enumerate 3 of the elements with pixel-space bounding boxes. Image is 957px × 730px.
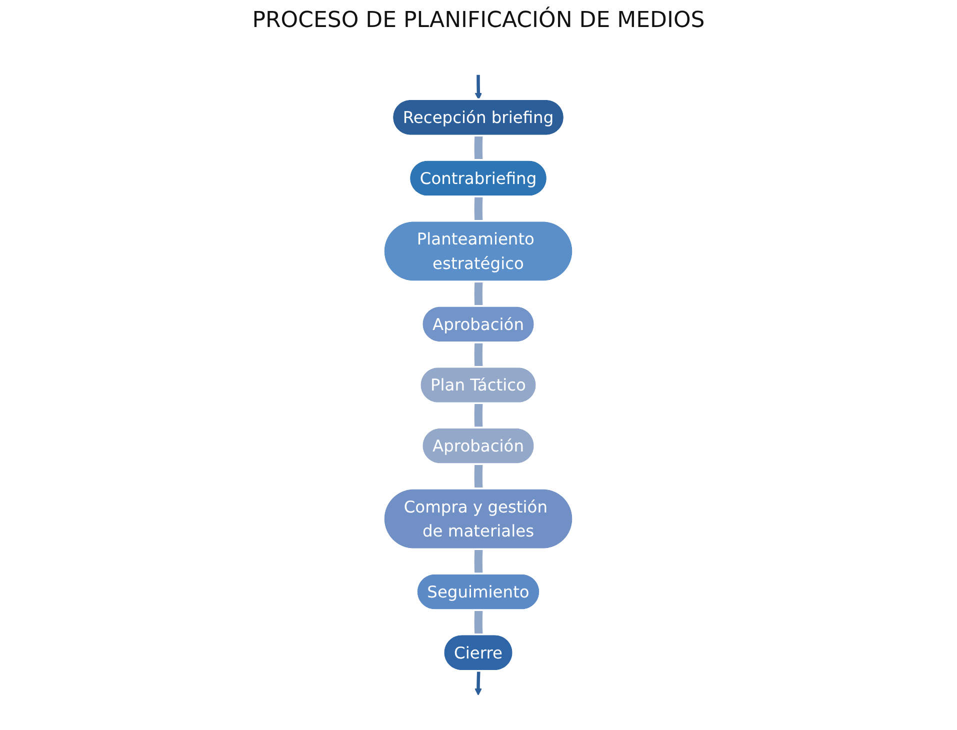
arrow [475,74,482,100]
arrow [474,671,482,696]
diagram-title: PROCESO DE PLANIFICACIÓN DE MEDIOS [251,8,706,33]
